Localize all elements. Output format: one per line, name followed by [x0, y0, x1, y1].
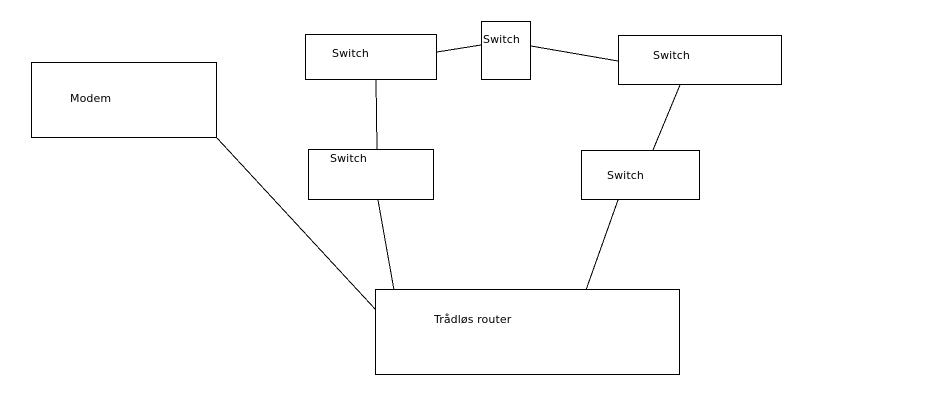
- node-switch-top-middle[interactable]: [481, 21, 531, 80]
- edge-midright-router: [585, 199, 619, 291]
- edge-topright-midright: [652, 84, 681, 151]
- node-modem[interactable]: [31, 62, 217, 138]
- node-switch-mid-left[interactable]: [308, 149, 434, 200]
- node-switch-top-left[interactable]: [305, 34, 437, 80]
- node-label-switch-top-left: Switch: [332, 47, 369, 60]
- node-label-switch-mid-left: Switch: [330, 152, 367, 165]
- node-wireless-router[interactable]: [375, 289, 680, 375]
- node-label-modem: Modem: [70, 92, 112, 105]
- node-label-switch-top-right: Switch: [653, 49, 690, 62]
- node-switch-top-right[interactable]: [618, 35, 782, 85]
- edge-topleft-topmiddle: [436, 44, 482, 53]
- node-label-switch-mid-right: Switch: [607, 169, 644, 182]
- edge-midleft-router: [377, 199, 395, 291]
- edge-topleft-midleft: [375, 79, 378, 150]
- node-label-wireless-router: Trådløs router: [434, 313, 512, 326]
- node-switch-mid-right[interactable]: [581, 150, 700, 200]
- node-label-switch-top-middle: Switch: [483, 33, 520, 46]
- edge-topmiddle-topright: [530, 45, 619, 62]
